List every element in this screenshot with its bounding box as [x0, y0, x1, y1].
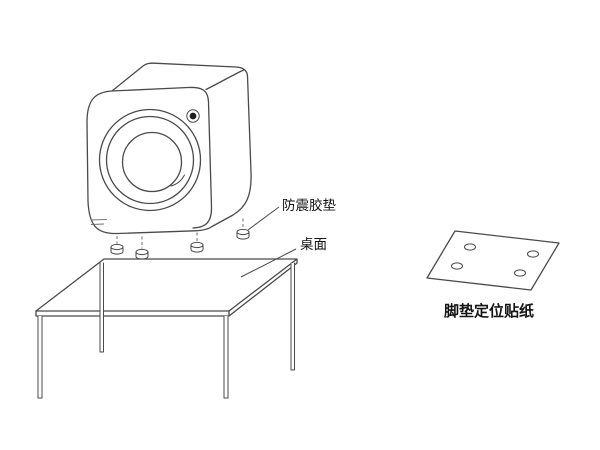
table-leg-front-left — [37, 315, 43, 399]
leader-line-table — [240, 248, 297, 278]
door-inner-ring — [121, 131, 183, 193]
pad-top — [190, 241, 204, 249]
fineprint-line — [90, 223, 105, 225]
sticker-sheet — [426, 230, 560, 291]
washing-machine-illustration — [86, 62, 252, 235]
vibration-pad — [110, 243, 124, 255]
pad-top — [236, 228, 250, 236]
sticker-hole — [451, 262, 463, 270]
pad-callout-label: 防震胶垫 — [282, 197, 336, 213]
power-button-dot — [189, 112, 197, 120]
table-leg-back-left — [99, 262, 104, 353]
sticker-hole — [527, 250, 539, 258]
door-middle-ring — [105, 115, 195, 205]
tabletop-thickness — [35, 258, 298, 317]
vibration-pad — [135, 248, 149, 260]
sticker-hole — [464, 243, 476, 251]
machine-top-side-edge — [205, 69, 245, 91]
leader-line-pad — [247, 206, 280, 231]
vibration-pads — [110, 218, 250, 260]
positioning-sticker-illustration — [426, 230, 560, 291]
pad-top — [135, 248, 149, 256]
door-outer-ring — [98, 108, 202, 212]
table-leg-back-right — [290, 262, 295, 371]
sticker-caption-label: 脚垫定位贴纸 — [444, 302, 534, 320]
sticker-hole — [514, 269, 526, 277]
tabletop-surface — [35, 258, 298, 312]
table-leg-front-right — [223, 315, 229, 399]
fineprint-line — [90, 218, 108, 221]
vibration-pad — [236, 228, 250, 240]
power-button-icon — [186, 109, 200, 123]
machine-fineprint-marks — [90, 218, 108, 225]
table-illustration — [35, 258, 298, 399]
door-handle-notch — [170, 174, 185, 187]
machine-front-face-edge — [111, 86, 213, 229]
pad-top — [110, 243, 124, 251]
table-callout-label: 桌面 — [300, 237, 327, 252]
power-button-ring — [186, 109, 200, 123]
vibration-pad — [190, 241, 204, 253]
